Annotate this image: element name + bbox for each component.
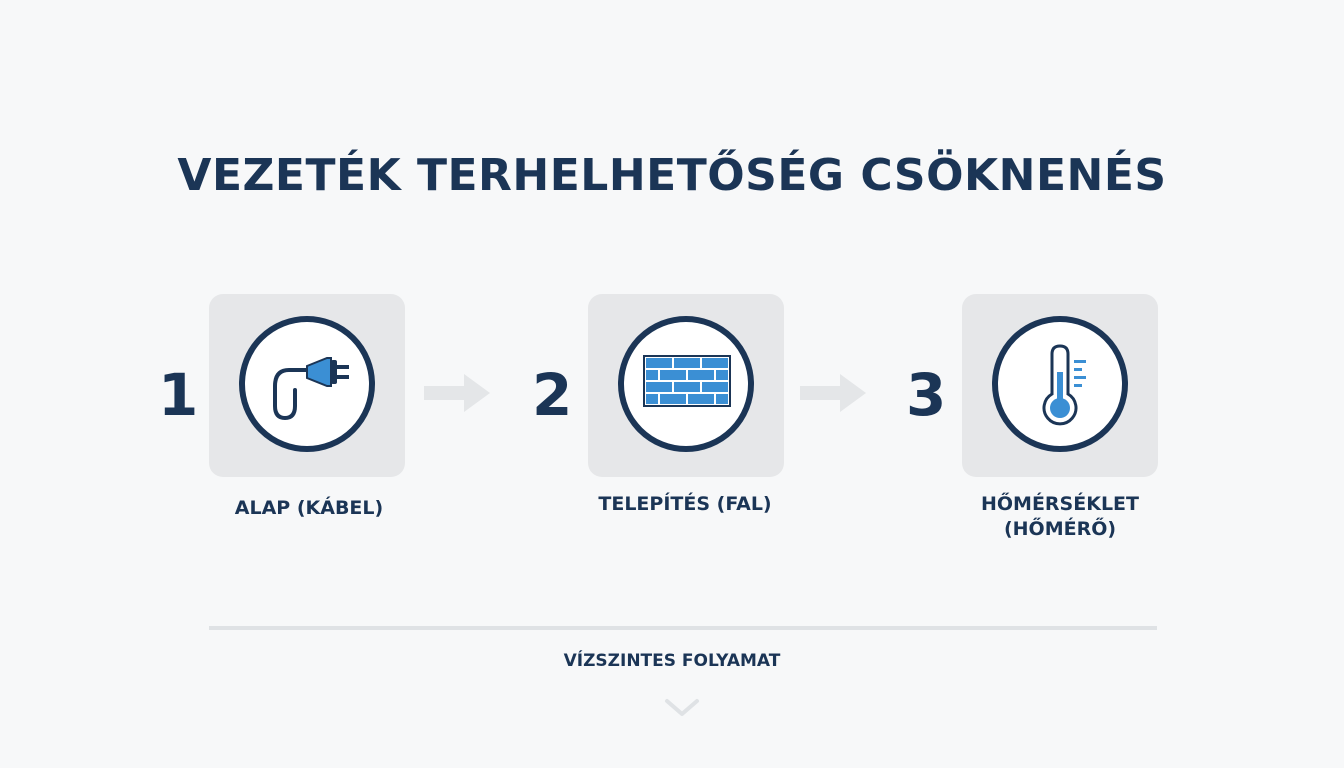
step-3-label: HŐMÉRSÉKLET (HŐMÉRŐ) [980, 493, 1139, 540]
plug-cable-icon [239, 316, 375, 452]
step-2-number: 2 [532, 361, 573, 429]
step-2-card [588, 294, 784, 477]
step-3-card [962, 294, 1158, 477]
brick-wall-icon [618, 316, 754, 452]
step-1-card [209, 294, 405, 477]
step-1-number: 1 [158, 361, 199, 429]
step-2-label: TELEPÍTÉS (FAL) [598, 493, 772, 515]
arrow-right-icon [800, 374, 866, 412]
thermometer-icon [992, 316, 1128, 452]
diagram-title: VEZETÉK TERHELHETŐSÉG CSÖKNENÉS [177, 150, 1167, 201]
arrow-right-icon [424, 374, 490, 412]
step-3-number: 3 [906, 361, 947, 429]
step-1-label: ALAP (KÁBEL) [234, 497, 384, 519]
divider-line [209, 626, 1157, 630]
chevron-down-icon [665, 699, 699, 716]
footer-label: VÍZSZINTES FOLYAMAT [563, 651, 781, 671]
